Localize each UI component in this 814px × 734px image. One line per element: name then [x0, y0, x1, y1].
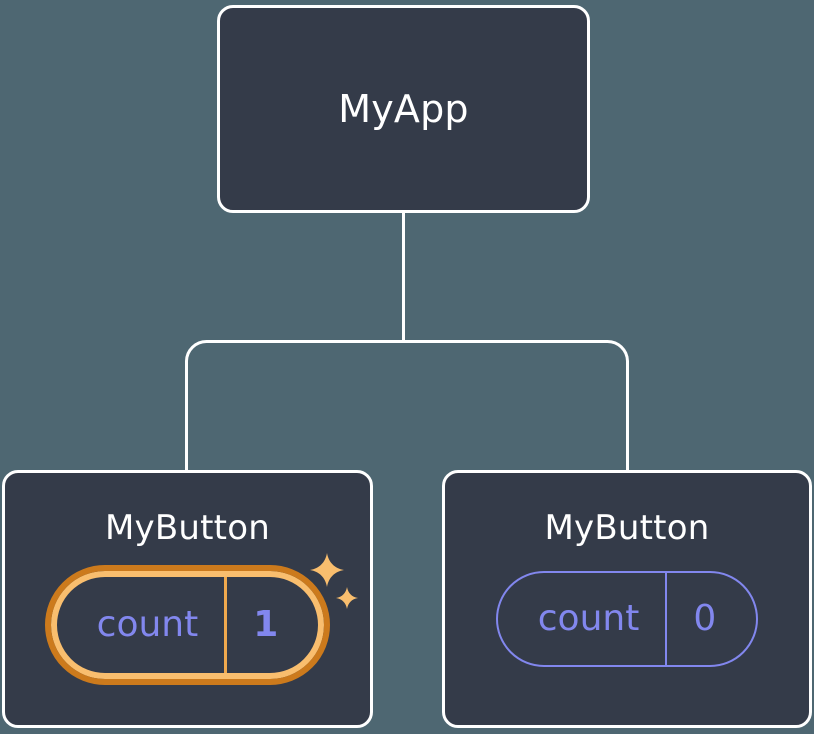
sparkle-icon-small	[336, 587, 359, 609]
node-myapp-label: MyApp	[338, 87, 469, 131]
edge-branch-bar	[185, 339, 629, 470]
state-key-label: count	[96, 604, 199, 645]
node-mybutton-right[interactable]: MyButton count 0	[442, 470, 812, 728]
state-key-label: count	[537, 598, 640, 639]
state-badge-left-wrapper: count 1	[44, 553, 359, 685]
node-mybutton-left-label: MyButton	[105, 508, 270, 548]
state-badge-count-plain[interactable]: count 0	[495, 571, 759, 667]
state-badge-count-highlighted[interactable]: count 1	[44, 565, 331, 685]
state-badge-right-wrapper: count 0	[495, 571, 759, 667]
state-value-label: 1	[224, 577, 318, 673]
node-mybutton-right-label: MyButton	[544, 508, 710, 548]
node-mybutton-left[interactable]: MyButton count 1	[2, 470, 373, 728]
state-value-label: 0	[665, 573, 756, 665]
node-myapp[interactable]: MyApp	[217, 5, 590, 213]
sparkle-icon	[310, 553, 345, 587]
